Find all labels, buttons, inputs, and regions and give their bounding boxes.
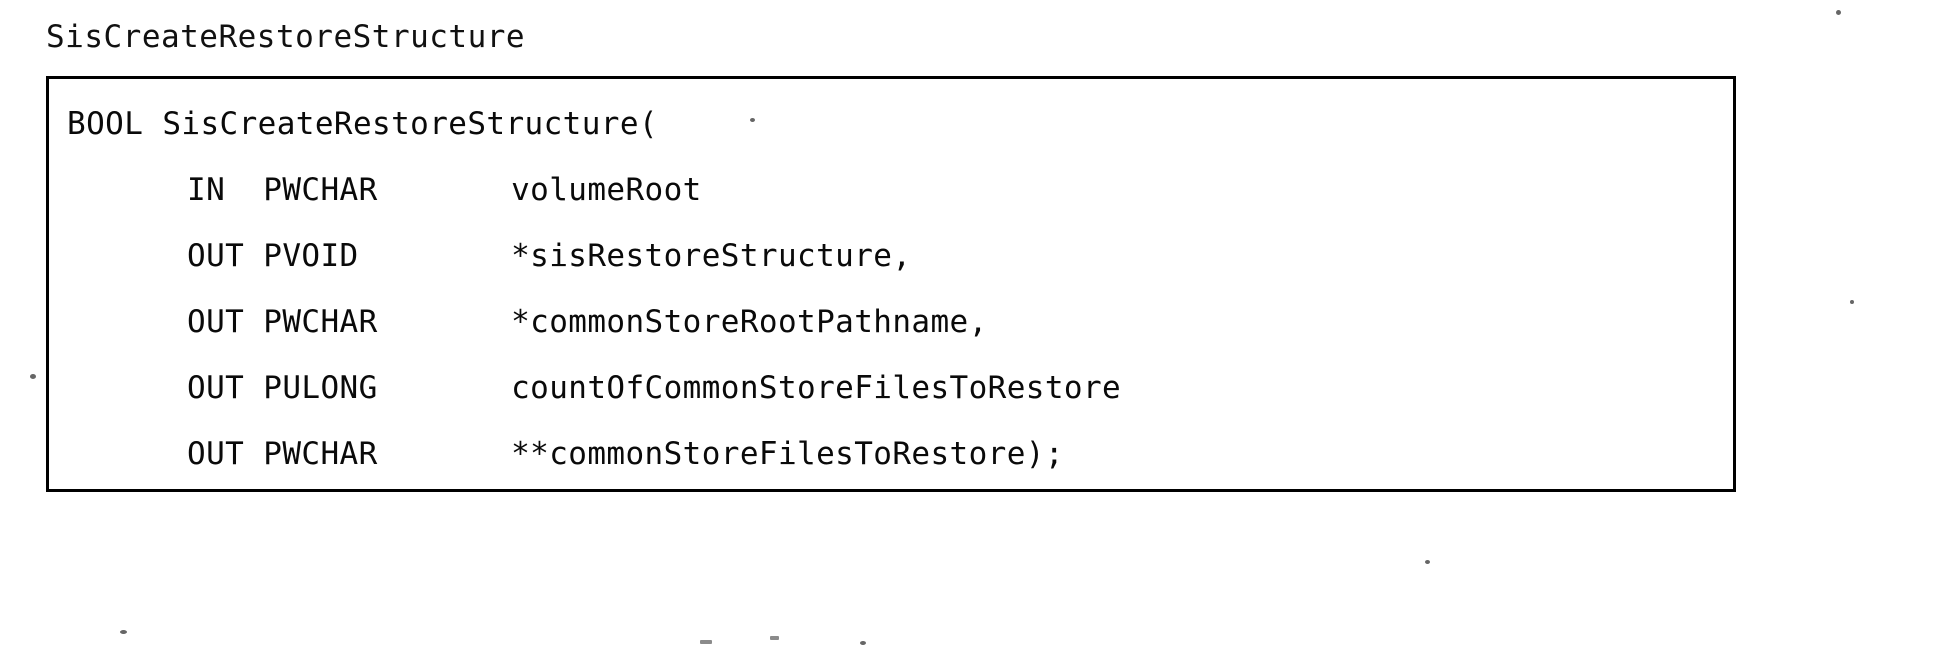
scan-speck [860, 641, 866, 645]
scan-speck [700, 640, 712, 644]
code-signature-box: BOOL SisCreateRestoreStructure( IN PWCHA… [46, 76, 1736, 492]
page-title: SisCreateRestoreStructure [46, 19, 526, 55]
code-line-param-sis-restore-structure: OUT PVOID *sisRestoreStructure, [187, 238, 912, 274]
scan-speck [750, 118, 755, 122]
code-listing: BOOL SisCreateRestoreStructure( IN PWCHA… [67, 91, 1729, 489]
code-line-param-volume-root: IN PWCHAR volumeRoot [187, 172, 702, 208]
scan-speck [1425, 560, 1430, 564]
code-line-param-common-store-root-pathname: OUT PWCHAR *commonStoreRootPathname, [187, 304, 988, 340]
scan-speck [30, 374, 36, 379]
scan-speck [120, 630, 127, 634]
scan-speck [770, 636, 779, 640]
scan-speck [1850, 300, 1854, 304]
code-line-param-count-of-common-store-files: OUT PULONG countOfCommonStoreFilesToRest… [187, 370, 1122, 406]
code-line-param-common-store-files-to-restore: OUT PWCHAR **commonStoreFilesToRestore); [187, 436, 1064, 472]
code-line-signature: BOOL SisCreateRestoreStructure( [67, 106, 658, 142]
scan-speck [1836, 10, 1841, 15]
